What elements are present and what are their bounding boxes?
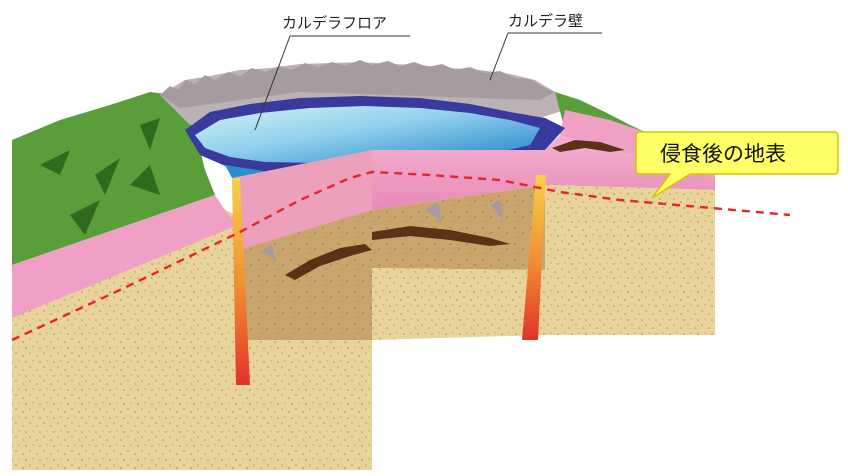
rock-fragment-1 bbox=[425, 202, 442, 222]
caldera-rim-rock-top-jag bbox=[160, 60, 555, 108]
center-block-dark-lens bbox=[285, 244, 372, 280]
right-block-dark-lens bbox=[372, 226, 510, 246]
left-front-sand-block bbox=[12, 210, 245, 470]
right-block-pink-layer bbox=[372, 135, 715, 210]
rock-fragment-2 bbox=[490, 200, 503, 220]
eroded-surface-callout-label: 侵食後の地表 bbox=[660, 142, 786, 166]
eroded-surface-callout-bubble bbox=[635, 131, 839, 199]
caldera-lake-water bbox=[195, 106, 540, 163]
caldera-floor-label: カルデラフロア bbox=[282, 14, 387, 32]
caldera-wall-leader-line-diag bbox=[489, 32, 509, 81]
left-mountain-slope bbox=[12, 92, 215, 265]
center-block-sand-lower bbox=[245, 340, 372, 470]
far-right-sand-block bbox=[545, 185, 715, 335]
magma-conduit-right bbox=[522, 175, 546, 340]
right-block-sand-lower bbox=[372, 268, 545, 340]
caldera-floor-leader-line-diag bbox=[254, 35, 291, 131]
eroded-surface-dashed-line bbox=[11, 170, 791, 342]
magma-conduit-left bbox=[232, 178, 250, 385]
left-front-top-pink bbox=[12, 210, 238, 318]
far-right-dark-lens bbox=[552, 140, 625, 152]
left-mountain-shading bbox=[40, 118, 160, 235]
right-block-brown-layer bbox=[372, 185, 545, 270]
left-mountain-pink-edge bbox=[12, 195, 225, 300]
caldera-wall-label: カルデラ壁 bbox=[508, 12, 583, 30]
rock-fragment-3 bbox=[262, 244, 276, 262]
